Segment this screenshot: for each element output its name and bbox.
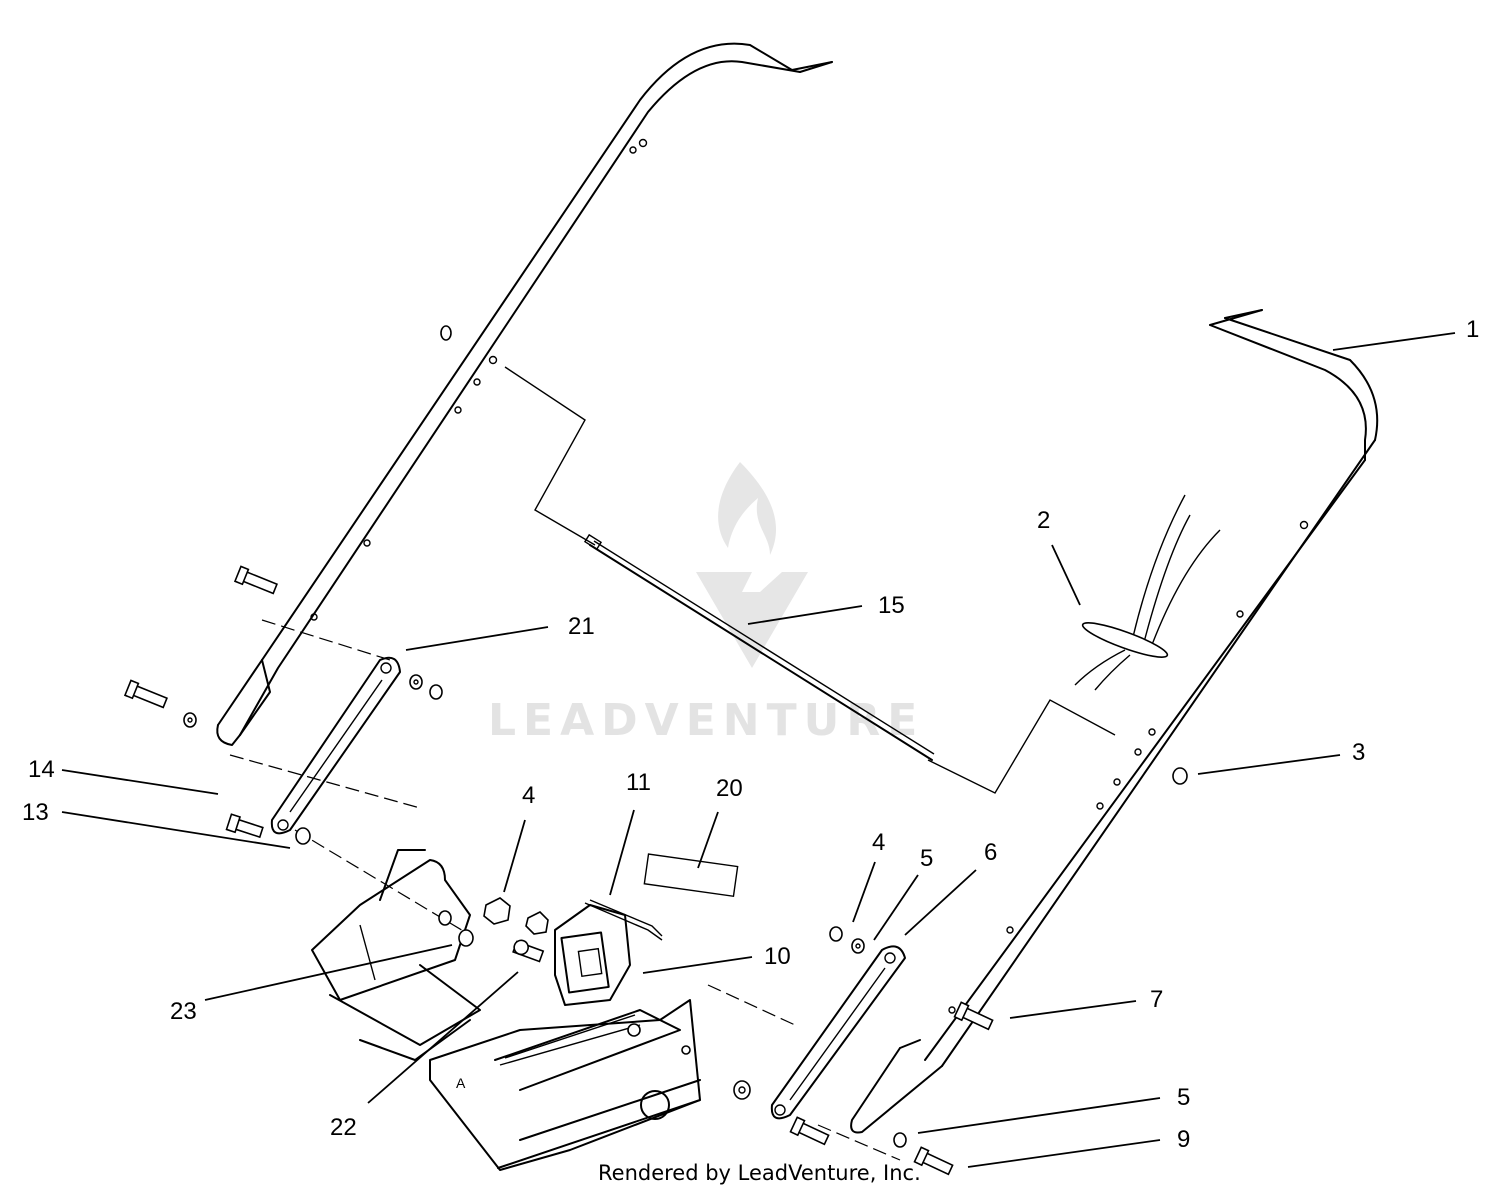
callout-1: 1 (1466, 316, 1479, 343)
callout-9: 9 (1177, 1126, 1190, 1153)
callout-4-right: 4 (872, 829, 885, 856)
callout-5-top: 5 (920, 845, 933, 872)
leader-lines (61, 332, 1456, 1168)
callout-13: 13 (22, 799, 49, 826)
render-credit: Rendered by LeadVenture, Inc. (598, 1161, 921, 1185)
svg-text:A: A (456, 1075, 466, 1091)
spring-clip (584, 899, 663, 941)
callout-2: 2 (1037, 507, 1050, 534)
control-rod (583, 533, 935, 761)
leadventure-watermark-logo (696, 462, 808, 668)
left-link-bracket (270, 656, 401, 835)
callout-labels: 1 2 3 4 4 5 5 6 7 9 10 11 13 14 15 20 21… (22, 316, 1479, 1153)
decal (643, 853, 739, 898)
callout-22: 22 (330, 1114, 357, 1141)
hardware (123, 325, 1188, 1176)
callout-23: 23 (170, 998, 197, 1025)
switch-box (554, 904, 631, 1006)
callout-14: 14 (28, 756, 55, 783)
callout-15: 15 (878, 592, 905, 619)
callout-11: 11 (626, 769, 651, 796)
callout-3: 3 (1352, 739, 1365, 766)
callout-10: 10 (764, 943, 791, 970)
left-deck-bracket (311, 849, 481, 1061)
watermark-text: LEADVENTURE (488, 695, 924, 746)
callout-21: 21 (568, 613, 595, 640)
deck-housing: A (429, 999, 701, 1171)
callout-5-bottom: 5 (1177, 1084, 1190, 1111)
callout-4-left: 4 (522, 782, 535, 809)
right-link-bracket (770, 945, 906, 1120)
upper-handle (216, 42, 1379, 1134)
cable-tie (1074, 494, 1221, 691)
callout-20: 20 (716, 775, 743, 802)
callout-6: 6 (984, 839, 997, 866)
callout-7: 7 (1150, 986, 1163, 1013)
